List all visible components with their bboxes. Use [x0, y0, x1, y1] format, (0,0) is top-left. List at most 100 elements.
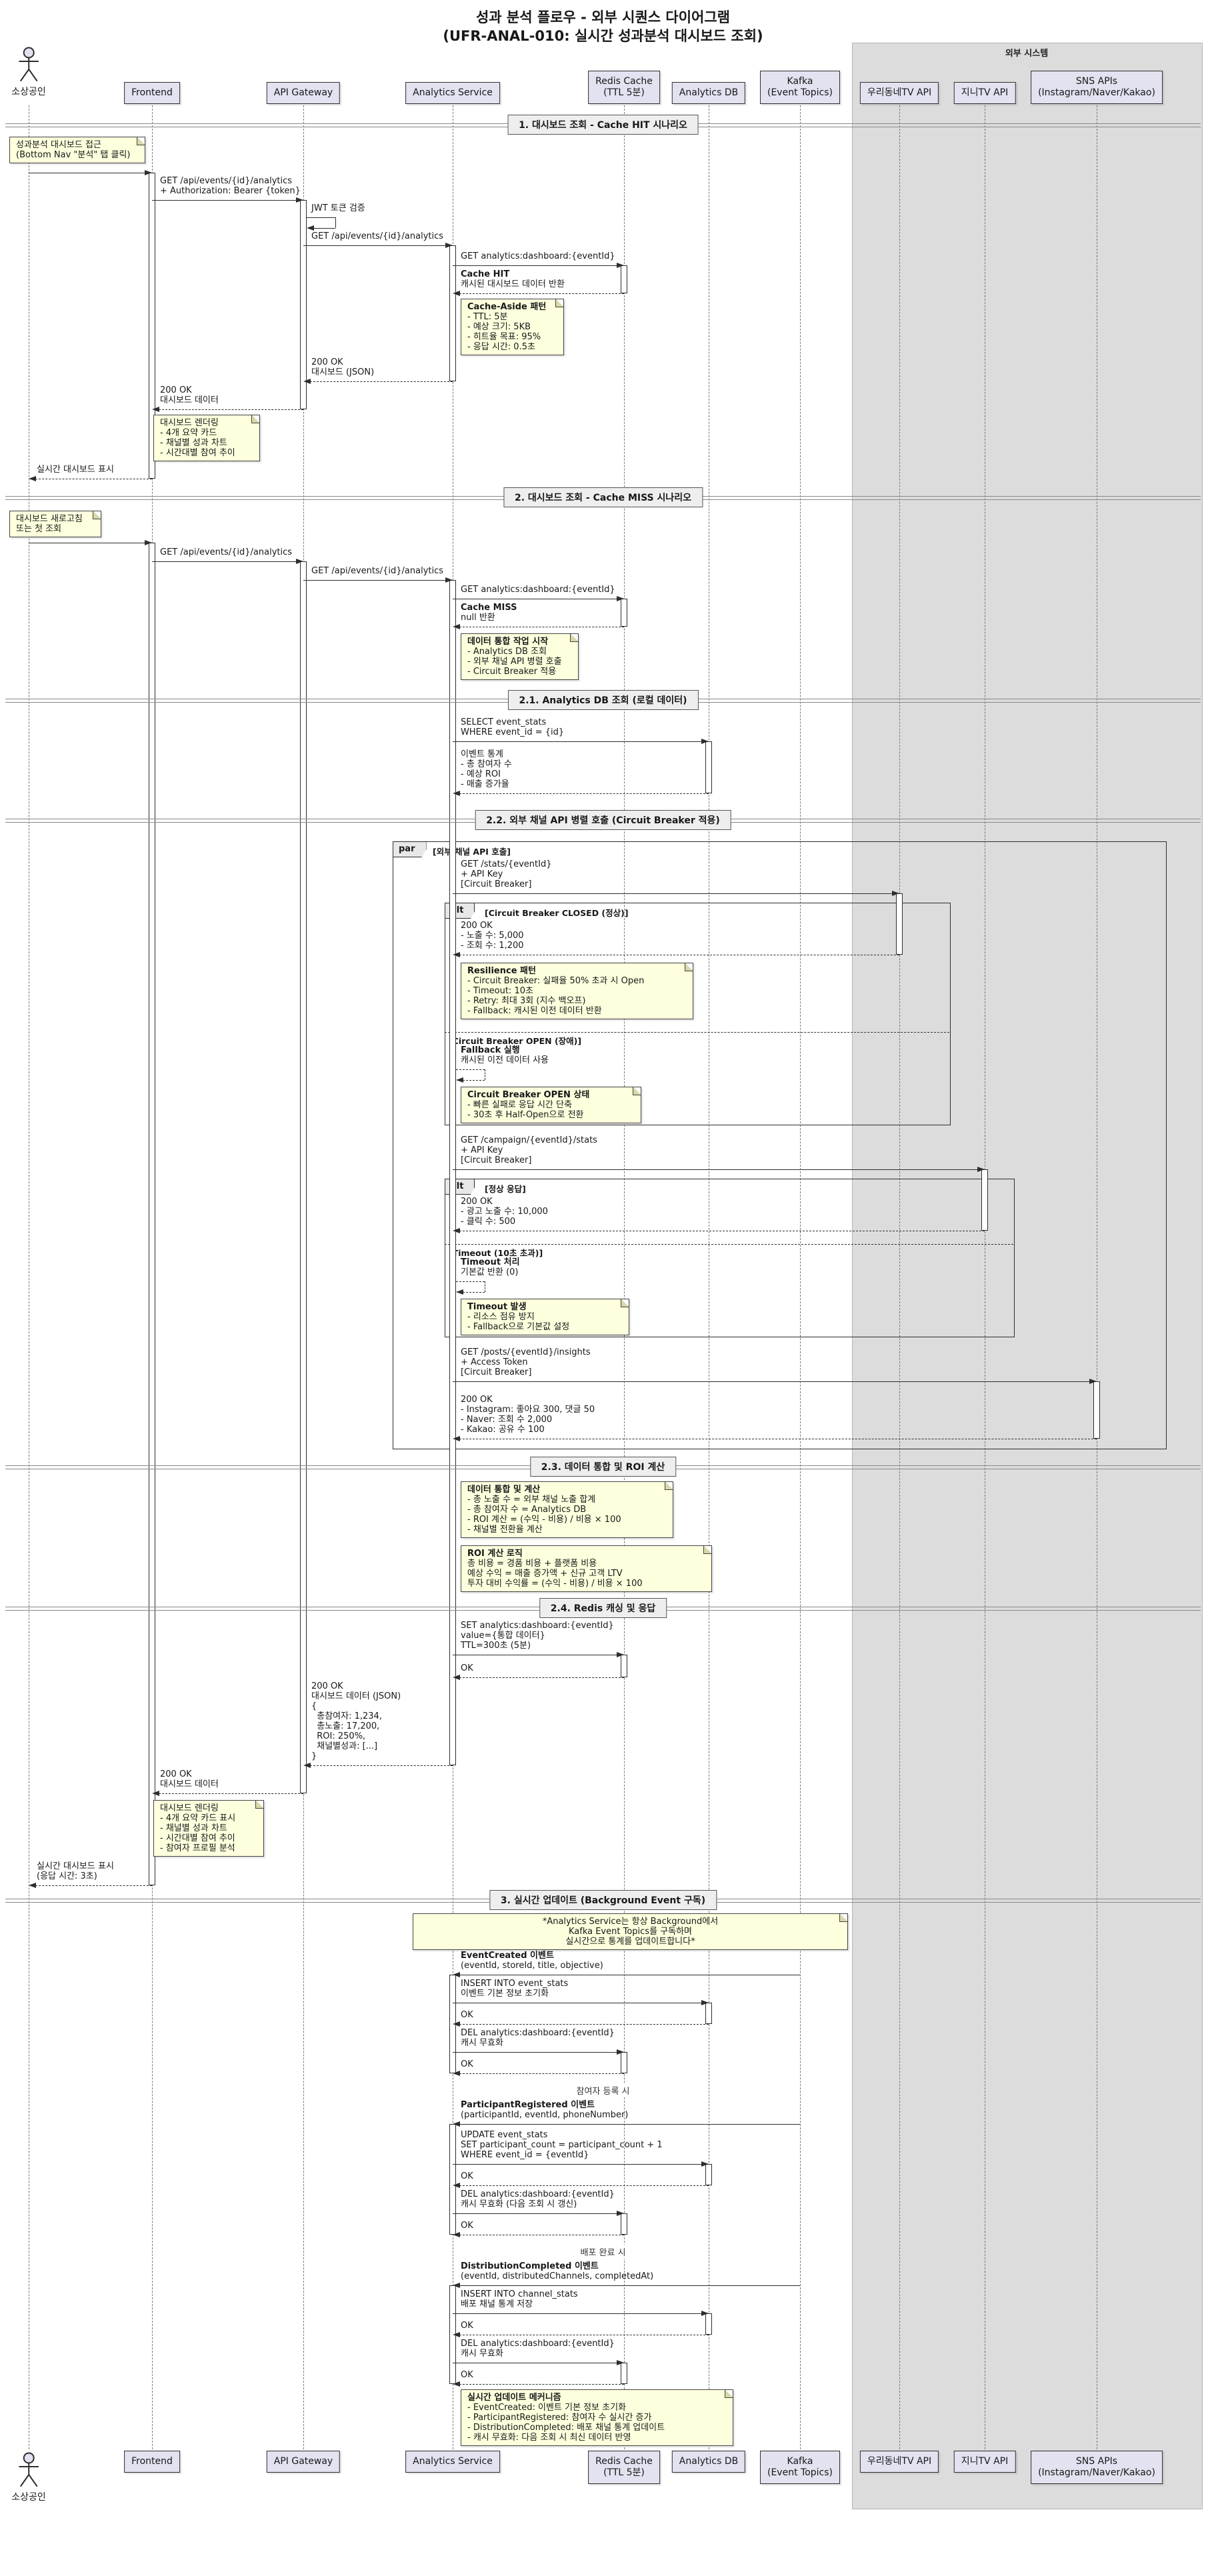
- message-label: GET /posts/{eventId}/insights+ Access To…: [461, 1347, 591, 1377]
- arrowhead-right-icon: [617, 2049, 624, 2055]
- arrowhead-left-icon: [453, 2121, 460, 2127]
- arrowhead-left-icon: [152, 1791, 159, 1796]
- message-label: GET /api/events/{id}/analytics+ Authoriz…: [160, 176, 301, 196]
- note-fold-corner: [251, 415, 259, 423]
- self-message-line: [307, 217, 335, 218]
- message-label: GET /api/events/{id}/analytics: [311, 231, 444, 241]
- frame-condition-label: [Circuit Breaker CLOSED (정상)]: [485, 908, 629, 918]
- message-label: 실시간 대시보드 표시(응답 시간: 3초): [37, 1861, 114, 1881]
- page-title-line2: (UFR-ANAL-010: 실시간 성과분석 대시보드 조회): [443, 28, 763, 44]
- arrowhead-right-icon: [296, 559, 303, 564]
- arrowhead-left-icon: [453, 2232, 460, 2237]
- arrowhead-left-icon: [453, 1972, 460, 1977]
- lifeline-redis: [624, 105, 625, 2449]
- arrowhead-left-icon: [303, 379, 311, 384]
- arrowhead-right-icon: [892, 891, 899, 896]
- arrowhead-right-icon: [445, 243, 453, 248]
- note-fold-corner: [621, 1299, 629, 1307]
- message-line: [303, 245, 446, 246]
- message-label: 200 OK- 광고 노출 수: 10,000- 클릭 수: 500: [461, 1197, 548, 1227]
- note: 대시보드 렌더링- 4개 요약 카드- 채널별 성과 차트- 시간대별 참여 추…: [153, 415, 260, 461]
- message-line: [453, 1381, 1090, 1382]
- message-line: [453, 2213, 617, 2214]
- participant-analytics-top: Analytics Service: [405, 82, 500, 104]
- frame-alt: [445, 903, 951, 1125]
- message-line: [459, 793, 709, 794]
- activation-bar-db: [705, 2313, 712, 2335]
- message-line: [459, 2384, 624, 2385]
- arrowhead-right-icon: [617, 263, 624, 268]
- actor-top: 소상공인: [11, 47, 46, 98]
- delay-label: 참여자 등록 시: [569, 2083, 637, 2097]
- activation-bar-redis: [621, 1655, 627, 1677]
- arrowhead-left-icon: [453, 952, 460, 957]
- participant-tv2-top: 지니TV API: [953, 82, 1016, 104]
- frame-par: [393, 841, 1167, 1449]
- section-divider-label: 2.2. 외부 채널 API 병렬 호출 (Circuit Breaker 적용…: [475, 810, 731, 830]
- arrowhead-left-icon: [453, 2283, 460, 2288]
- note-fold-corner: [93, 511, 101, 519]
- self-message-line: [456, 1281, 485, 1282]
- arrowhead-left-icon: [453, 624, 460, 629]
- arrowhead-left-icon: [453, 2381, 460, 2387]
- message-label: OK: [461, 2059, 473, 2069]
- arrowhead-left-icon: [456, 1289, 463, 1295]
- note-fold-corner: [555, 299, 563, 307]
- note: 데이터 통합 및 계산- 총 노출 수 = 외부 채널 노출 합계- 총 참여자…: [461, 1481, 673, 1538]
- participant-redis-bottom: Redis Cache(TTL 5분): [588, 2451, 660, 2484]
- participant-db-bottom: Analytics DB: [671, 2451, 746, 2473]
- self-message-line: [456, 1069, 485, 1070]
- activation-bar-frontend: [149, 173, 155, 479]
- message-line: [459, 1677, 624, 1678]
- actor-icon: [19, 47, 39, 81]
- note-fold-corner: [725, 2390, 733, 2398]
- participant-tv2-bottom: 지니TV API: [953, 2451, 1016, 2473]
- message-label: 200 OK- Instagram: 좋아요 300, 댓글 50- Naver…: [461, 1395, 595, 1435]
- participant-redis-top: Redis Cache(TTL 5분): [588, 71, 660, 104]
- actor-label: 소상공인: [11, 87, 46, 97]
- message-line: [459, 2285, 800, 2286]
- note: 실시간 업데이트 메커니즘- EventCreated: 이벤트 기본 정보 초…: [461, 2389, 733, 2446]
- section-divider-label: 2. 대시보드 조회 - Cache MISS 시나리오: [503, 487, 703, 507]
- activation-bar-tv2: [981, 1169, 988, 1231]
- section-divider-label: 1. 대시보드 조회 - Cache HIT 시나리오: [507, 115, 699, 135]
- arrowhead-right-icon: [701, 2000, 709, 2005]
- actor-label: 소상공인: [11, 2492, 46, 2503]
- arrowhead-right-icon: [617, 1652, 624, 1657]
- note: Circuit Breaker OPEN 상태- 빠른 실패로 응답 시간 단축…: [461, 1087, 641, 1123]
- message-label: OK: [461, 2010, 473, 2020]
- participant-gateway-top: API Gateway: [266, 82, 341, 104]
- arrowhead-right-icon: [296, 197, 303, 203]
- arrowhead-left-icon: [453, 791, 460, 796]
- frame-alt: [445, 1179, 1015, 1337]
- arrowhead-right-icon: [701, 2161, 709, 2167]
- frame-par-tag: par: [393, 841, 427, 857]
- note: Resilience 패턴- Circuit Breaker: 실패율 50% …: [461, 963, 693, 1019]
- participant-kafka-bottom: Kafka(Event Topics): [760, 2451, 840, 2484]
- actor-bottom: 소상공인: [11, 2452, 46, 2503]
- participant-tv1-top: 우리동네TV API: [859, 82, 939, 104]
- arrowhead-left-icon: [453, 2071, 460, 2076]
- message-label: GET /stats/{eventId}+ API Key[Circuit Br…: [461, 859, 552, 889]
- delay-label: 배포 완료 시: [573, 2245, 633, 2259]
- page-title-line1: 성과 분석 플로우 - 외부 시퀀스 다이어그램: [475, 9, 731, 25]
- participant-tv1-bottom: 우리동네TV API: [859, 2451, 939, 2473]
- arrowhead-left-icon: [152, 407, 159, 412]
- message-line: [453, 1169, 978, 1170]
- note-fold-corner: [137, 137, 145, 145]
- self-message-label: JWT 토큰 검증: [311, 203, 365, 213]
- message-label: OK: [461, 2321, 473, 2331]
- activation-bar-redis: [621, 599, 627, 627]
- message-line: [310, 1765, 453, 1766]
- message-label: 실시간 대시보드 표시: [37, 465, 114, 475]
